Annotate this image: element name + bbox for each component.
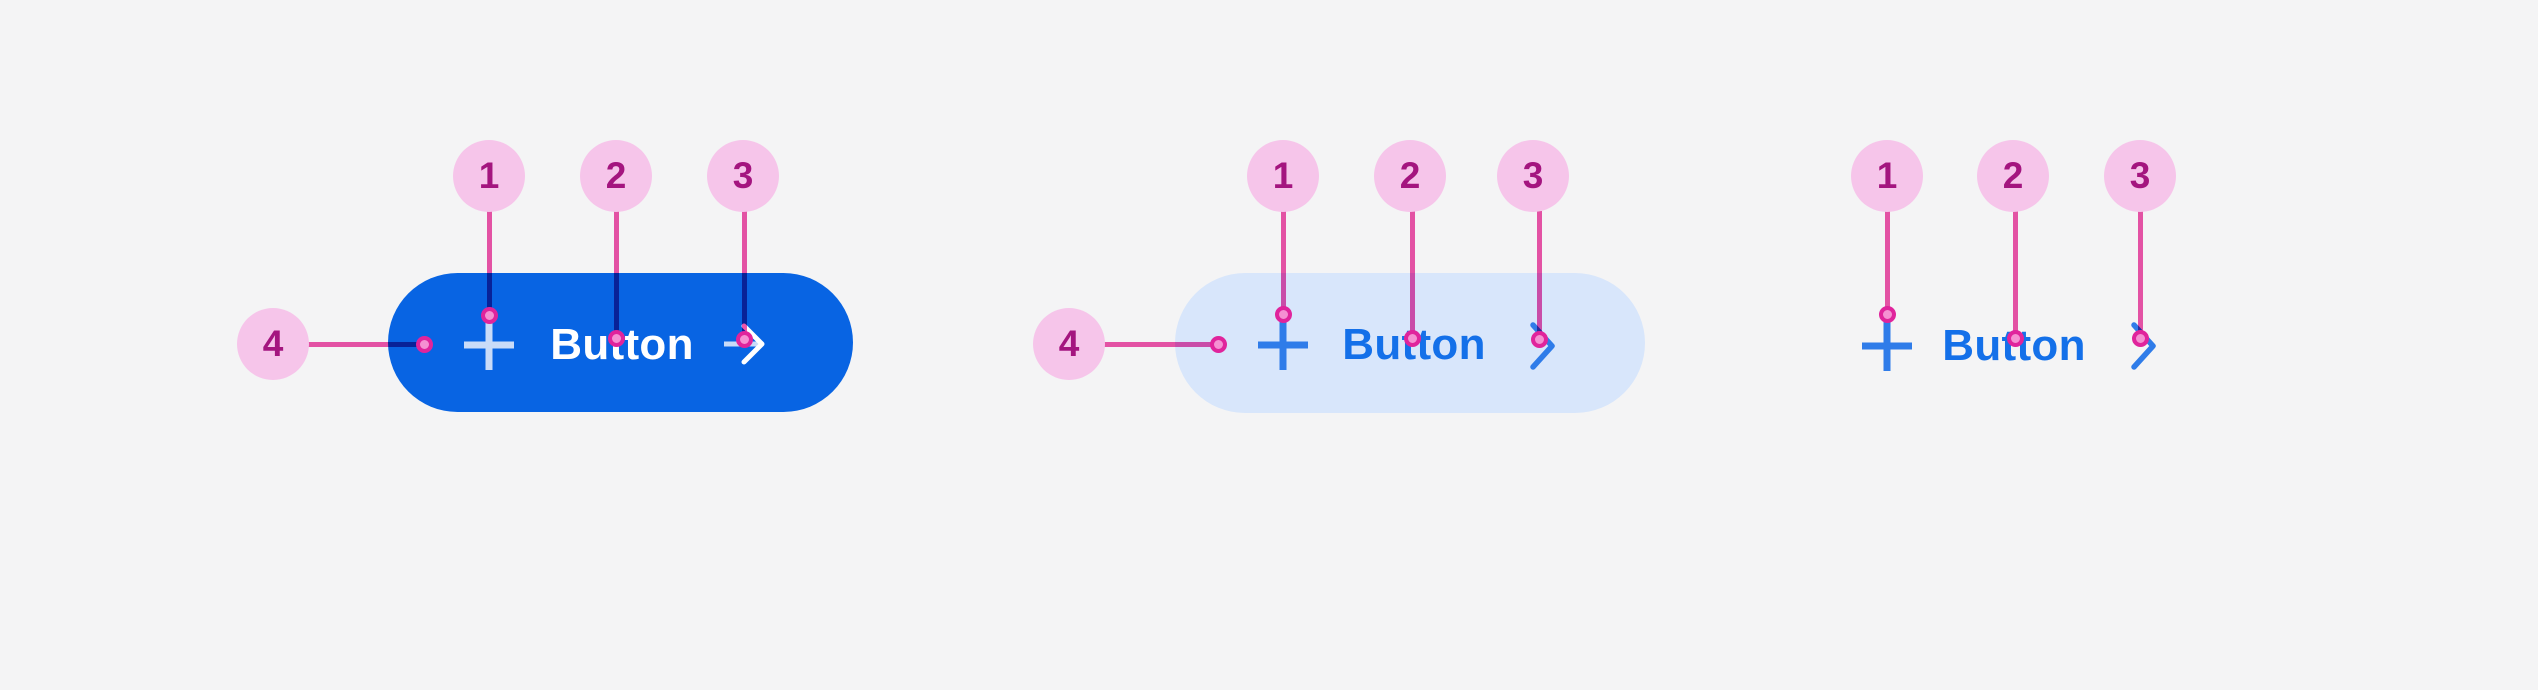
callout-line [1281,211,1286,314]
callout-line [1885,211,1890,314]
callout-dot [736,331,753,348]
callout-2-label: 2 [580,140,652,212]
callout-line [614,211,619,338]
callout-3-trailing-icon: 3 [2104,140,2176,212]
callout-2-label: 2 [1977,140,2049,212]
plus-icon [1258,320,1308,370]
callout-line [2138,211,2143,338]
callout-line [1537,211,1542,339]
callout-4-container: 4 [237,308,309,380]
callout-line [487,211,492,315]
callout-line [2013,211,2018,338]
callout-dot [608,330,625,347]
callout-1-leading-icon: 1 [1247,140,1319,212]
callout-1-leading-icon: 1 [1851,140,1923,212]
callout-4-container: 4 [1033,308,1105,380]
callout-dot [2007,330,2024,347]
callout-line [742,211,747,339]
callout-line [306,342,424,347]
callout-dot [1531,331,1548,348]
callout-dot [1210,336,1227,353]
callout-dot [1404,330,1421,347]
callout-3-trailing-icon: 3 [1497,140,1569,212]
callout-dot [2132,330,2149,347]
callout-line [1410,211,1415,338]
plus-icon [1862,321,1912,371]
callout-dot [481,307,498,324]
button-label: Button [550,320,694,370]
callout-dot [1879,306,1896,323]
callout-1-leading-icon: 1 [453,140,525,212]
callout-line [1102,342,1218,347]
callout-dot [416,336,433,353]
callout-3-trailing-icon: 3 [707,140,779,212]
plus-icon [464,320,514,370]
callout-dot [1275,306,1292,323]
callout-2-label: 2 [1374,140,1446,212]
